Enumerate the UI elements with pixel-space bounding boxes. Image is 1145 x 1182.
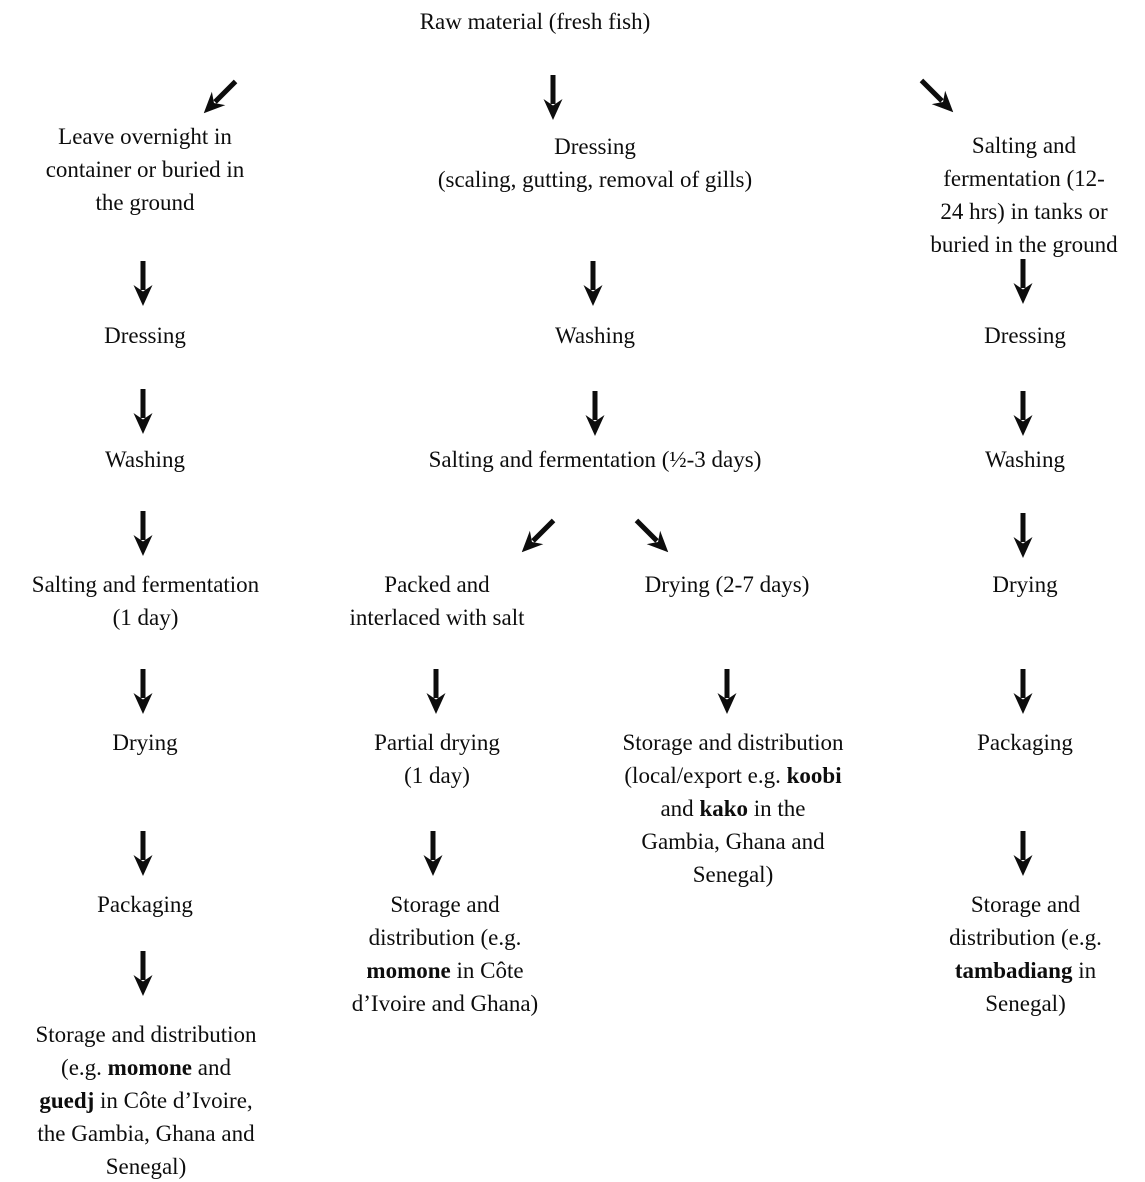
arrow-down-icon bbox=[426, 669, 446, 714]
node-left-dressing: Dressing bbox=[104, 323, 186, 348]
arrow-down-icon bbox=[1013, 669, 1033, 714]
node-raw-material: Raw material (fresh fish) bbox=[419, 9, 651, 34]
arrow-down-icon bbox=[133, 389, 153, 434]
node-left-washing: Washing bbox=[105, 447, 185, 472]
node-right-storage-tambadiang: Storage and distribution (e.g. tambadian… bbox=[949, 892, 1102, 1016]
arrow-down-icon bbox=[585, 391, 605, 436]
arrow-down-icon bbox=[543, 75, 563, 120]
node-left-salting-fermentation: Salting and fermentation (1 day) bbox=[31, 572, 260, 630]
node-left-storage-momone-guedj: Storage and distribution (e.g. momone an… bbox=[35, 1022, 257, 1179]
node-right-washing: Washing bbox=[985, 447, 1065, 472]
node-right-packaging: Packaging bbox=[977, 730, 1073, 755]
arrow-down-icon bbox=[717, 669, 737, 714]
node-left-drying: Drying bbox=[112, 730, 178, 755]
node-center-partial-drying: Partial drying (1 day) bbox=[374, 730, 500, 788]
node-left-overnight: Leave overnight in container or buried i… bbox=[45, 124, 245, 215]
arrow-down-icon bbox=[1013, 513, 1033, 558]
arrow-down-icon bbox=[1013, 391, 1033, 436]
node-center-salting-fermentation: Salting and fermentation (½-3 days) bbox=[428, 447, 762, 472]
arrow-diagonal-right-icon bbox=[634, 518, 669, 553]
node-center-washing: Washing bbox=[555, 323, 635, 348]
node-center-storage-momone: Storage and distribution (e.g. momone in… bbox=[351, 892, 539, 1016]
node-center-packed-salt: Packed and interlaced with salt bbox=[349, 572, 525, 630]
arrow-diagonal-right-icon bbox=[919, 78, 954, 113]
node-left-packaging: Packaging bbox=[97, 892, 193, 917]
arrow-down-icon bbox=[133, 951, 153, 996]
arrow-down-icon bbox=[1013, 831, 1033, 876]
arrow-down-icon bbox=[423, 831, 443, 876]
arrow-down-icon bbox=[583, 261, 603, 306]
node-right-drying: Drying bbox=[992, 572, 1058, 597]
node-right-salting-fermentation: Salting and fermentation (12- 24 hrs) in… bbox=[930, 133, 1118, 257]
arrow-diagonal-left-icon bbox=[203, 79, 238, 114]
node-right-dressing: Dressing bbox=[984, 323, 1066, 348]
node-center-dressing: Dressing (scaling, gutting, removal of g… bbox=[437, 134, 753, 192]
node-center-drying-2-7-days: Drying (2-7 days) bbox=[644, 572, 810, 597]
arrow-down-icon bbox=[133, 511, 153, 556]
node-center-storage-koobi-kako: Storage and distribution (local/export e… bbox=[622, 730, 844, 887]
arrow-down-icon bbox=[133, 669, 153, 714]
arrow-down-icon bbox=[133, 261, 153, 306]
arrow-down-icon bbox=[133, 831, 153, 876]
arrow-down-icon bbox=[1013, 259, 1033, 304]
arrow-diagonal-left-icon bbox=[521, 518, 556, 553]
